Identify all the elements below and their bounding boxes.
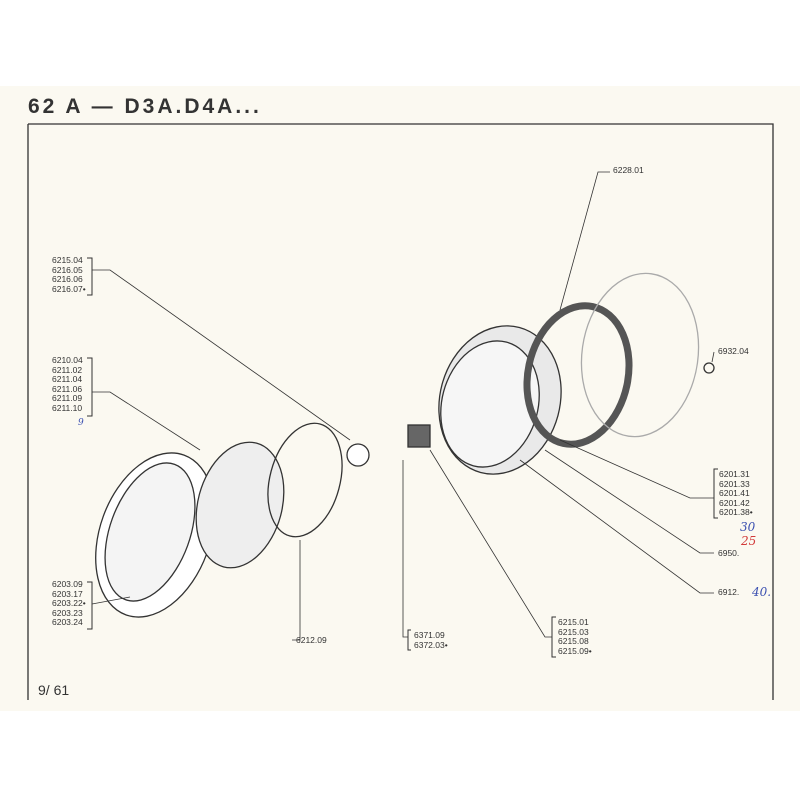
part-number: 6211.10 <box>52 402 83 413</box>
part-number: 6201.31 <box>719 469 750 479</box>
lens <box>195 441 285 569</box>
part-number: 6210.04 <box>52 355 83 365</box>
part-number: 6203.24 <box>52 617 83 628</box>
part-number: 6216.05 <box>52 264 83 275</box>
bezel-inner <box>104 462 196 602</box>
part-number: 6215.09• <box>558 645 592 656</box>
part-number: 6372.03• <box>414 639 448 650</box>
part-number: 6216.07• <box>52 283 86 294</box>
part-number: 6203.23 <box>52 607 83 618</box>
frame-border <box>27 123 774 700</box>
part-number: 6201.41 <box>719 488 750 499</box>
callout-group-4: 6212.09 <box>296 635 327 645</box>
bulb <box>346 443 370 467</box>
handwritten-note: 30 <box>740 520 756 534</box>
part-number: 6201.42 <box>719 497 750 508</box>
gasket <box>523 302 633 448</box>
part-number: 6203.17 <box>52 588 83 599</box>
bulb-holder <box>407 424 431 448</box>
retaining-ring <box>267 422 343 538</box>
back-plate <box>580 272 700 438</box>
page-title: 62 A — D3A.D4A... <box>28 95 262 118</box>
callout-group-7: 6228.01 <box>613 165 644 175</box>
callout-group-11: 6912. <box>718 587 740 597</box>
part-number: 6211.04 <box>52 374 83 385</box>
part-number: 6211.09 <box>52 393 83 404</box>
part-number: 6215.04 <box>52 255 83 265</box>
callout-brackets <box>87 257 718 658</box>
leader-lines <box>91 171 715 641</box>
part-number: 6215.03 <box>558 626 589 637</box>
handwritten-note: 9 <box>78 418 84 428</box>
part-number: 6216.06 <box>52 274 83 285</box>
part-number: 6201.38• <box>719 507 753 518</box>
part-number: 6371.09 <box>414 630 445 640</box>
page-number: 9/ 61 <box>38 682 70 698</box>
nut <box>703 362 715 374</box>
part-number: 6203.22• <box>52 598 86 609</box>
part-number: 6203.09 <box>52 579 83 589</box>
part-number: 6211.06 <box>52 383 83 394</box>
part-number: 6215.01 <box>558 617 589 627</box>
part-number: 6215.08 <box>558 636 589 647</box>
handwritten-note: 25 <box>741 534 757 548</box>
part-number: 6201.33 <box>719 478 750 489</box>
callout-group-8: 6932.04 <box>718 346 749 356</box>
part-number: 6211.02 <box>52 364 83 375</box>
handwritten-note: 40. <box>752 585 772 599</box>
callout-group-10: 6950. <box>718 548 740 558</box>
